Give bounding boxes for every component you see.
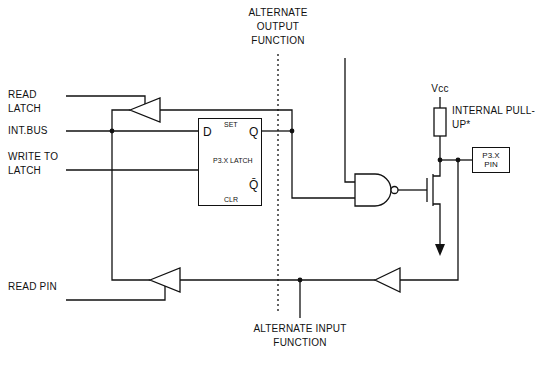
latch-box: D SET Q P3.X LATCH Q̄ CLR bbox=[198, 118, 262, 206]
latch-name: P3.X LATCH bbox=[213, 157, 253, 164]
signal-label: READ PIN bbox=[8, 280, 64, 294]
signal-label: READ LATCH bbox=[8, 88, 64, 116]
vcc-wire bbox=[439, 97, 440, 108]
internal-bus-wire bbox=[112, 110, 150, 280]
read-latch-wire bbox=[66, 96, 145, 104]
pull-up-resistor bbox=[434, 108, 446, 136]
int-bus-wire bbox=[66, 130, 198, 131]
signal-label: INT.BUS bbox=[8, 124, 66, 138]
pin-box: P3.X PIN bbox=[472, 147, 510, 173]
junction-dot bbox=[456, 158, 461, 163]
nand-bubble bbox=[391, 187, 398, 194]
set-pin: SET bbox=[224, 121, 238, 128]
fet-gate bbox=[426, 178, 427, 202]
junction-dot bbox=[110, 129, 115, 134]
boundary-dotted bbox=[277, 54, 278, 312]
input-buffer bbox=[375, 268, 400, 292]
ground-arrow bbox=[435, 244, 445, 256]
write-latch-wire bbox=[66, 169, 198, 170]
junction-dot bbox=[298, 278, 303, 283]
gate-drive-wire bbox=[398, 189, 427, 190]
clr-pin: CLR bbox=[224, 196, 238, 203]
fet-source bbox=[433, 204, 440, 244]
part-label: INTERNAL PULL-UP* bbox=[452, 104, 538, 132]
q-output-wire bbox=[262, 130, 292, 131]
q-output: Q bbox=[249, 126, 258, 138]
read-pin-wire bbox=[66, 286, 165, 300]
fet-drain bbox=[433, 160, 440, 176]
input-path-wire bbox=[180, 279, 375, 280]
read-latch-buffer bbox=[130, 98, 160, 122]
d-input: D bbox=[203, 126, 212, 138]
pin-read-wire bbox=[400, 160, 458, 280]
nand-gate bbox=[355, 174, 391, 206]
pull-up-wire bbox=[439, 136, 440, 160]
junction-dot bbox=[290, 129, 295, 134]
signal-label: ALTERNATE INPUT FUNCTION bbox=[250, 322, 350, 350]
fet-channel bbox=[432, 174, 433, 206]
signal-label: ALTERNATE OUTPUT FUNCTION bbox=[236, 6, 320, 48]
signal-label: WRITE TO LATCH bbox=[8, 150, 64, 178]
qbar-output: Q̄ bbox=[249, 179, 258, 191]
pin-label: P3.X PIN bbox=[476, 151, 506, 169]
junction-dot bbox=[438, 158, 443, 163]
alt-input-wire bbox=[299, 280, 300, 318]
alt-output-wire bbox=[345, 58, 355, 182]
supply-label: Vcc bbox=[424, 82, 456, 96]
